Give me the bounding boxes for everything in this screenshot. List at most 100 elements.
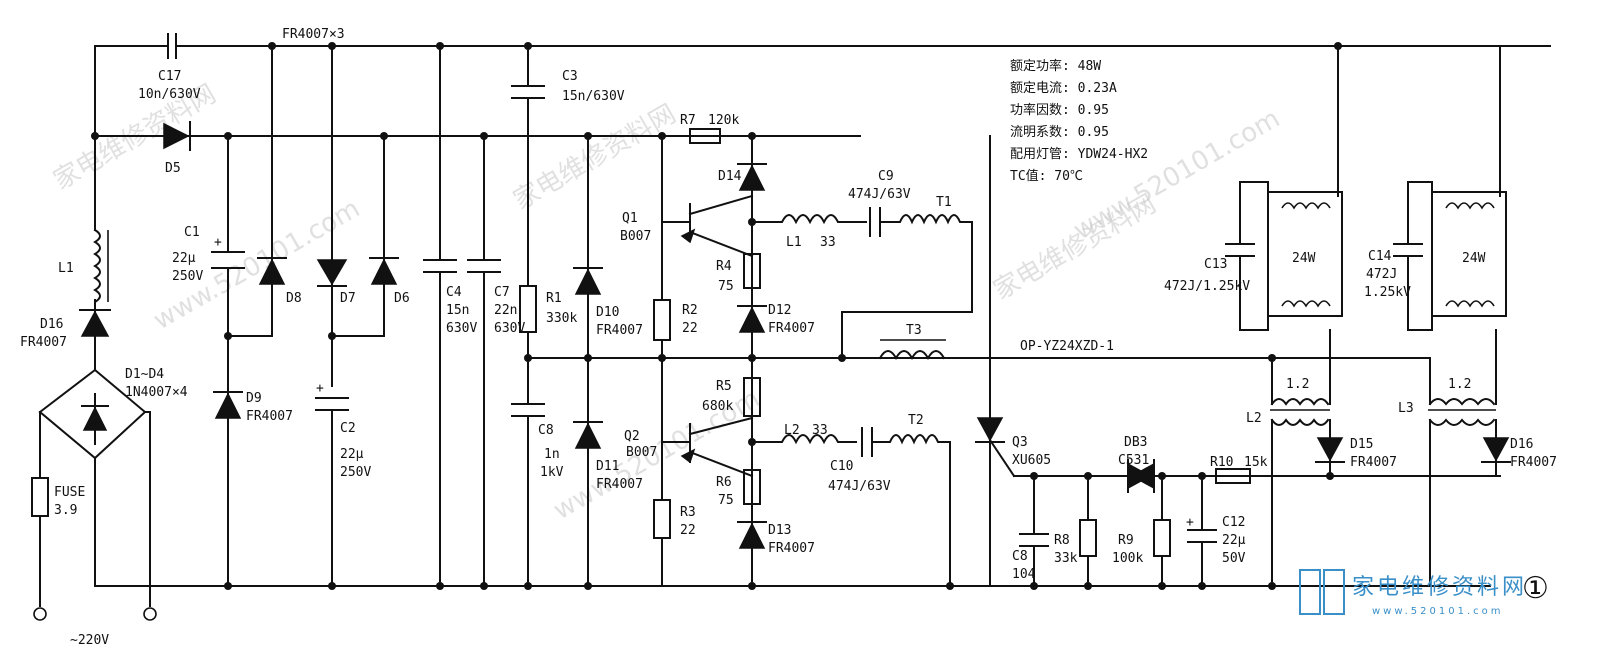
c13-wire [1239,181,1269,331]
label-q3: Q3 [1012,435,1028,450]
resistor-r5 [743,377,761,417]
resistor-r6 [743,469,761,505]
diode-d8 [257,257,287,285]
diode-d15 [1315,437,1345,463]
lamp2-filament-bottom [1445,300,1495,308]
label-q2-part: B007 [626,445,657,460]
resistor-r8 [1079,519,1097,557]
label-c7-value: 22n [494,303,517,318]
bridge-rectifier [38,368,147,460]
label-c1: C1 [184,225,200,240]
label-c12-voltage: 50V [1222,551,1246,566]
label-r3: R3 [680,505,696,520]
diode-d5 [163,121,191,151]
label-d15-part: FR4007 [1350,455,1397,470]
d8-wire [227,45,273,337]
label-l2b: L2 [784,423,800,438]
label-c9-value: 474J/63V [848,187,911,202]
site-logo: 家电维修资料网 www.520101.com [1299,569,1524,617]
label-l3: L3 [1398,401,1414,416]
plus-c2: + [316,381,324,396]
label-c13: C13 [1204,257,1227,272]
label-l2: L2 [1246,411,1262,426]
label-c1-voltage: 250V [172,269,203,284]
label-d11-part: FR4007 [596,477,643,492]
label-r6: R6 [716,475,732,490]
capacitor-c1 [211,251,245,269]
label-c8: C8 [538,423,554,438]
label-d16: D16 [40,317,63,332]
label-d10: D10 [596,305,619,320]
diode-d14 [737,163,767,191]
label-mains: ~220V [70,633,109,648]
label-d12-part: FR4007 [768,321,815,336]
label-l1b: L1 [786,235,802,250]
spec-block: 额定功率: 48W 额定电流: 0.23A 功率因数: 0.95 流明系数: 0… [1010,58,1148,184]
label-r6-value: 75 [718,493,734,508]
diode-d12 [737,305,767,333]
label-c17-value: 10n/630V [138,87,201,102]
label-d9: D9 [246,391,262,406]
label-l2b-value: 33 [812,423,828,438]
logo-url: www.520101.com [1372,606,1504,617]
label-d8: D8 [286,291,302,306]
label-t3: T3 [906,323,922,338]
capacitor-c12 [1187,529,1217,543]
label-1n4007x4: 1N4007×4 [125,385,188,400]
label-d12: D12 [768,303,791,318]
label-c7: C7 [494,285,510,300]
resistor-r2 [653,299,671,341]
label-t2: T2 [908,413,924,428]
capacitor-c14 [1393,243,1423,257]
junction-dots [91,42,1342,590]
label-q3-part: XU605 [1012,453,1051,468]
label-r5: R5 [716,379,732,394]
label-d7: D7 [340,291,356,306]
capacitor-c8b [1019,533,1049,547]
resistor-r3 [653,499,671,539]
label-q2: Q2 [624,429,640,444]
ac-wires [39,411,151,607]
label-r1-value: 330k [546,311,577,326]
lamp-2 [1431,191,1507,317]
label-d10-part: FR4007 [596,323,643,338]
label-r3-value: 22 [680,523,696,538]
capacitor-c10 [861,427,873,457]
label-r10: R10 [1210,455,1233,470]
spec-lamp-type: 配用灯管: YDW24-HX2 [1010,147,1148,162]
triac-q3 [975,417,1016,478]
d6-wire [331,135,385,337]
label-c12: C12 [1222,515,1245,530]
plus-c12: + [1186,515,1194,530]
label-d11: D11 [596,459,619,474]
inductor-l3-top [1428,398,1496,406]
label-c13-value: 472J/1.25kV [1164,279,1250,294]
c14-wire [1407,181,1433,331]
mains-terminal-n [143,607,157,621]
label-r2-value: 22 [682,321,698,336]
capacitor-c8 [511,403,545,417]
label-d15: D15 [1350,437,1373,452]
label-q1: Q1 [622,211,638,226]
transistor-q1 [661,194,754,258]
transformer-t1 [841,214,973,359]
label-c8b: C8 [1012,549,1028,564]
label-r4-value: 75 [718,279,734,294]
diac-db3 [1127,459,1155,493]
label-d6: D6 [394,291,410,306]
label-c14-value: 472J [1366,267,1397,282]
diode-d16 [79,299,111,371]
lamp1-filament-bottom [1281,300,1331,308]
label-d16b: D16 [1510,437,1533,452]
l2-feed [1271,329,1331,405]
label-c10: C10 [830,459,853,474]
label-l3-value: 1.2 [1448,377,1471,392]
capacitor-c4 [423,259,457,273]
inductor-l1-33 [751,214,867,225]
label-c2-value: 22μ [340,447,364,462]
label-db3-part: C531 [1118,453,1149,468]
capacitor-c13 [1225,243,1255,257]
label-d13: D13 [768,523,791,538]
resistor-r4 [743,253,761,289]
transistor-q2 [661,416,754,478]
